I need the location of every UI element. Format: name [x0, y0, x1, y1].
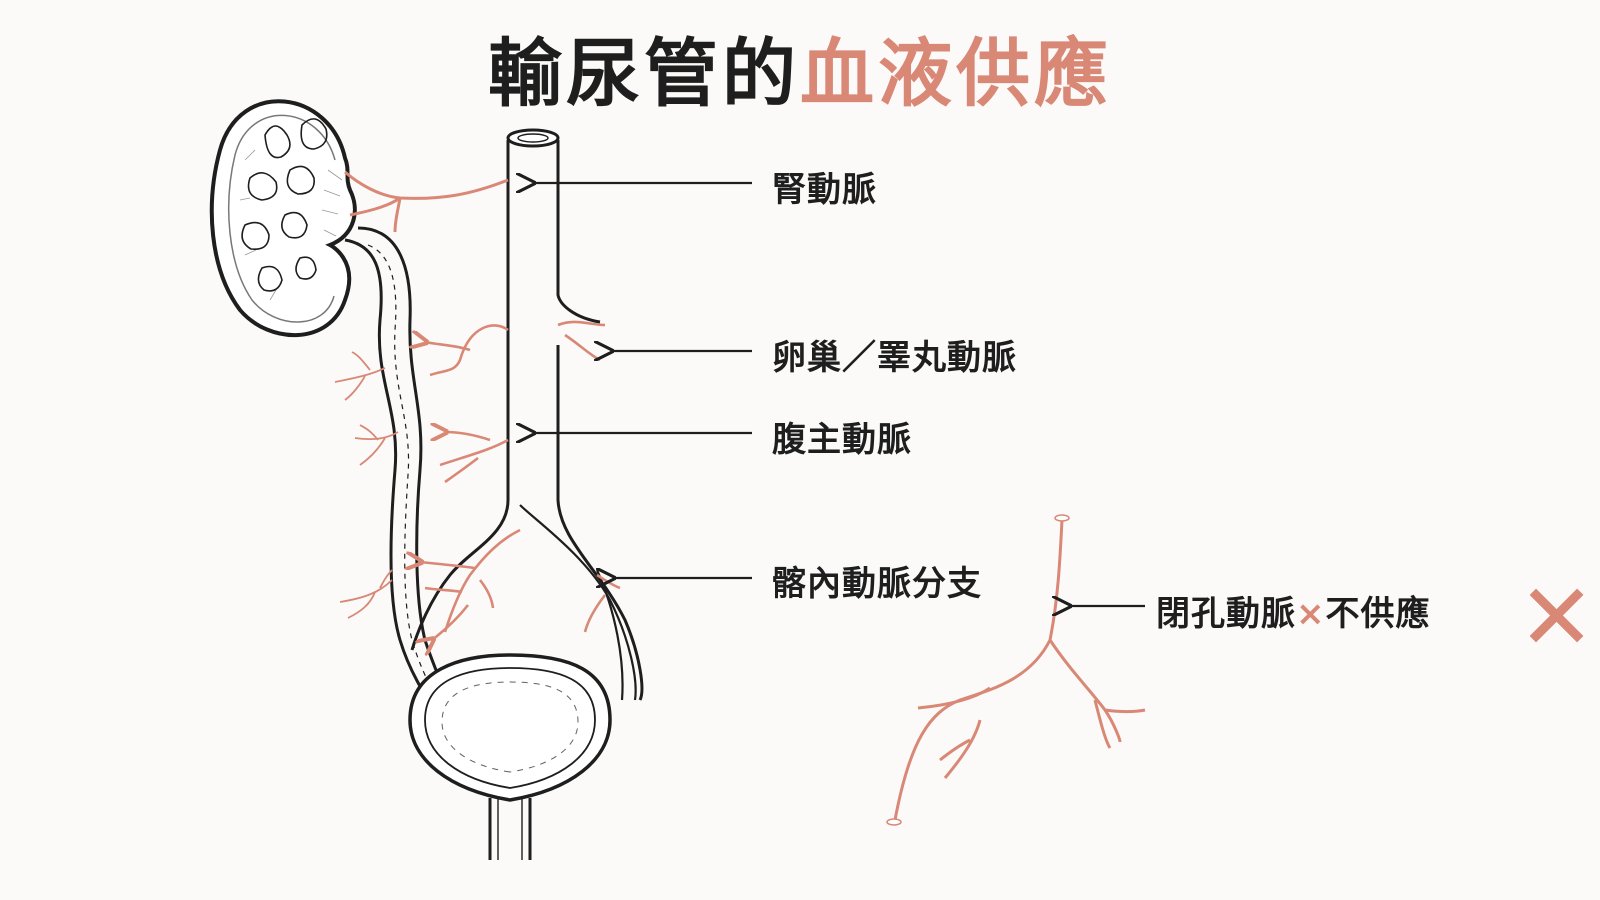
obturator-artery	[886, 514, 1146, 826]
abdominal-aorta	[410, 128, 644, 701]
kidney	[209, 99, 357, 338]
label-obturator-artery: 閉孔動脈×不供應	[1156, 586, 1431, 635]
label-internal-iliac-branches: 髂內動脈分支	[772, 564, 982, 604]
aortic-ureteric-branches	[440, 432, 509, 484]
label-abdominal-aorta: 腹主動脈	[772, 420, 912, 460]
label-renal-artery: 腎動脈	[772, 170, 877, 210]
gonadal-artery-branches	[425, 320, 606, 377]
bladder	[408, 653, 612, 860]
not-supplied-x-icon: ✕	[1518, 564, 1596, 671]
ureter	[344, 226, 464, 746]
ureteric-small-branches	[334, 351, 399, 619]
diagram-title: 輸尿管的血液供應	[0, 14, 1600, 121]
title-accent: 血液供應	[800, 31, 1112, 117]
obturator-name: 閉孔動脈	[1156, 594, 1296, 634]
title-main: 輸尿管的	[488, 31, 800, 117]
obturator-cross-small: ×	[1296, 594, 1326, 634]
label-gonadal-artery: 卵巢／睪丸動脈	[772, 338, 1017, 378]
pointer-arrows	[534, 183, 1145, 606]
obturator-note: 不供應	[1325, 594, 1431, 634]
renal-artery	[344, 170, 509, 233]
iliac-artery-branches	[420, 528, 621, 640]
